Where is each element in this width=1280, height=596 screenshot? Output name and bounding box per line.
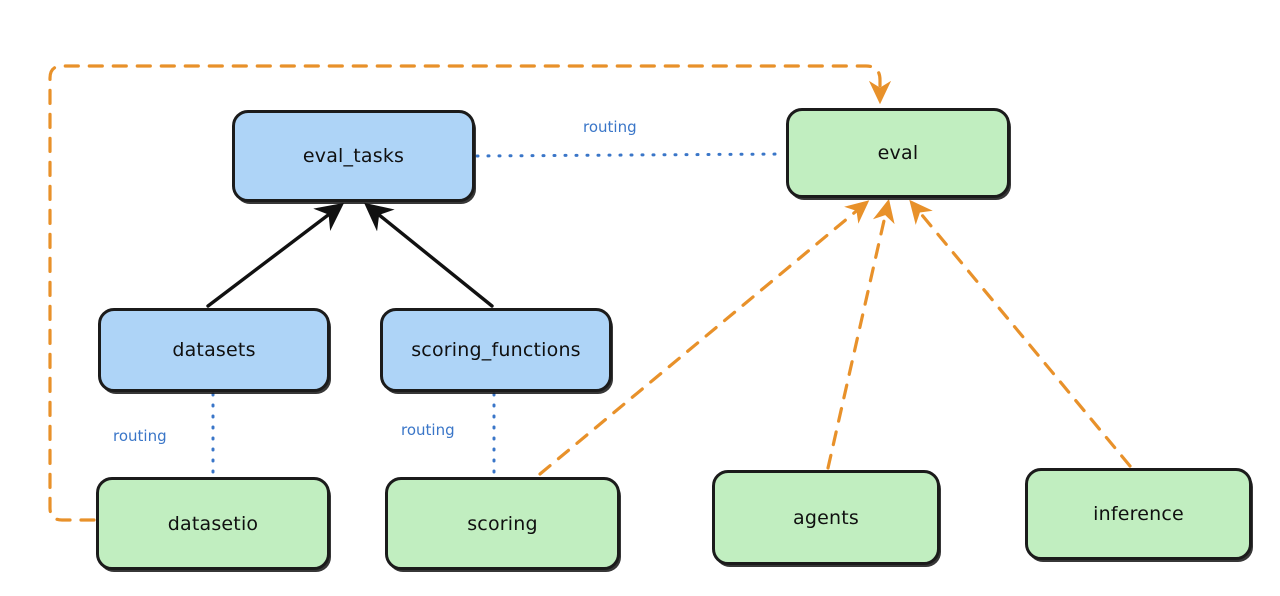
edge-scoring-to-eval [538,200,870,476]
edge-eval-tasks-to-eval [475,152,786,158]
node-label-agents: agents [793,506,859,529]
node-label-scoring-functions: scoring_functions [411,339,581,361]
node-inference[interactable]: inference [1025,468,1252,560]
edge-agents-to-eval [826,198,895,470]
edge-label-scoring-functions-scoring: routing [398,421,458,439]
node-label-datasets: datasets [172,339,256,361]
node-eval[interactable]: eval [786,108,1010,198]
node-label-eval-tasks: eval_tasks [302,145,405,167]
edge-label-datasets-datasetio: routing [110,427,170,445]
node-label-scoring: scoring [467,512,538,535]
edge-datasets-to-eval-tasks [206,202,345,308]
node-label-datasetio: datasetio [167,512,259,535]
node-scoring-functions[interactable]: scoring_functions [380,308,612,392]
node-scoring[interactable]: scoring [385,477,620,570]
edge-datasetio-to-eval [48,64,892,522]
node-label-eval: eval [877,142,919,164]
node-agents[interactable]: agents [712,470,940,565]
edge-scoring-functions-to-eval-tasks [364,202,494,308]
edge-inference-to-eval [909,199,1132,468]
node-label-inference: inference [1093,503,1184,525]
node-datasets[interactable]: datasets [98,308,330,392]
node-datasetio[interactable]: datasetio [96,477,330,570]
edge-label-eval-tasks-eval: routing [580,118,640,136]
node-eval-tasks[interactable]: eval_tasks [232,110,475,202]
